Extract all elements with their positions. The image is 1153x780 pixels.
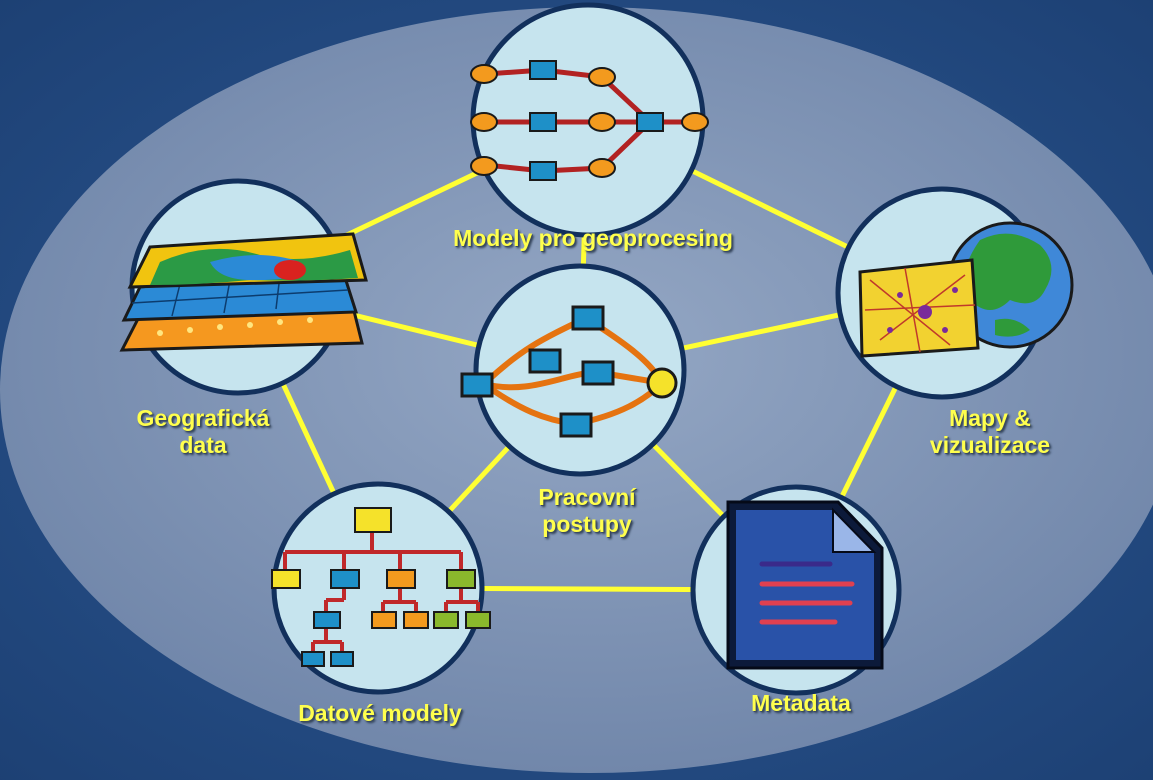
map-globe-icon bbox=[858, 221, 1074, 358]
label-maps: Mapy & vizualizace bbox=[930, 405, 1050, 459]
label-geodata-line-1: Geografická bbox=[136, 405, 270, 431]
label-datamodels-line-1: Datové modely bbox=[298, 700, 462, 726]
label-center: Pracovní postupy bbox=[538, 484, 635, 538]
node-circle-center bbox=[473, 263, 687, 477]
label-center-line-1: Pracovní bbox=[538, 484, 636, 510]
label-geoprocessing-line-1: Modely pro geoprocesing bbox=[453, 225, 733, 251]
document-icon bbox=[726, 500, 884, 670]
workflow-icon bbox=[460, 305, 678, 438]
label-maps-line-1: Mapy & bbox=[949, 405, 1031, 431]
hierarchy-icon bbox=[271, 507, 491, 667]
label-maps-line-2: vizualizace bbox=[929, 432, 1051, 458]
label-center-line-2: postupy bbox=[542, 511, 632, 537]
label-metadata-line-1: Metadata bbox=[751, 690, 851, 716]
map-layers-icon bbox=[119, 232, 368, 352]
geoprocessing-model-icon bbox=[470, 60, 709, 181]
label-metadata: Metadata bbox=[751, 690, 851, 717]
label-geoprocessing: Modely pro geoprocesing bbox=[453, 225, 733, 252]
label-datamodels: Datové modely bbox=[298, 700, 462, 727]
label-geodata-line-2: data bbox=[179, 432, 227, 458]
label-geodata: Geografická data bbox=[137, 405, 270, 459]
